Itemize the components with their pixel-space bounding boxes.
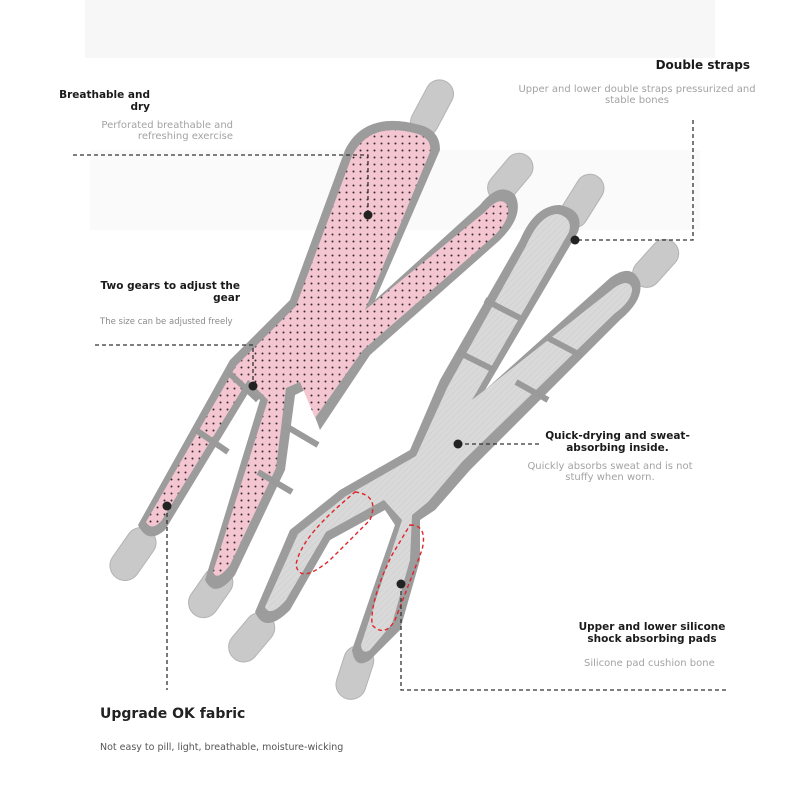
callout-quick-dry-desc: Quickly absorbs sweat and is not stuffy … bbox=[522, 461, 698, 483]
callout-desc: The size can be adjusted freely bbox=[100, 317, 233, 327]
callout-desc: Quickly absorbs sweat and is not stuffy … bbox=[527, 461, 693, 483]
callout-silicone-desc: Silicone pad cushion bone bbox=[584, 658, 744, 670]
background-panel bbox=[85, 0, 715, 58]
leader-dot-icon bbox=[162, 501, 172, 511]
callout-fabric-desc: Not easy to pill, light, breathable, moi… bbox=[100, 743, 420, 753]
callout-double-straps-desc: Upper and lower double straps pressurize… bbox=[518, 84, 756, 106]
callout-title: Two gears to adjust the gear bbox=[100, 280, 241, 304]
callout-fabric: Upgrade OK fabric bbox=[100, 706, 400, 722]
callout-desc: Not easy to pill, light, breathable, moi… bbox=[100, 742, 344, 753]
callout-title: Upgrade OK fabric bbox=[100, 706, 246, 722]
silicone-pads bbox=[295, 491, 425, 632]
callout-silicone: Upper and lower silicone shock absorbing… bbox=[578, 621, 726, 645]
callout-breathable: Breathable and dry bbox=[40, 89, 150, 113]
callout-title: Double straps bbox=[655, 58, 750, 72]
callout-desc: Perforated breathable and refreshing exe… bbox=[101, 120, 233, 142]
gray-fabric bbox=[265, 214, 633, 652]
leader-dot-icon bbox=[396, 579, 406, 589]
pink-brace bbox=[109, 79, 534, 619]
leader-lines bbox=[73, 120, 728, 691]
perforated-fabric bbox=[146, 130, 509, 576]
callout-gears-desc: The size can be adjusted freely bbox=[100, 318, 280, 327]
callout-quick-dry: Quick-drying and sweat-absorbing inside. bbox=[535, 430, 700, 454]
gray-brace bbox=[228, 173, 680, 700]
callout-double-straps: Double straps bbox=[600, 58, 750, 72]
callout-desc: Silicone pad cushion bone bbox=[584, 658, 715, 669]
leader-dot-icon bbox=[363, 210, 373, 220]
leader-dot-icon bbox=[248, 381, 258, 391]
leader-dot-icon bbox=[570, 235, 580, 245]
adjust-bands bbox=[456, 297, 584, 403]
callout-gears: Two gears to adjust the gear bbox=[100, 280, 241, 304]
callout-title: Quick-drying and sweat-absorbing inside. bbox=[545, 430, 690, 454]
callout-desc: Upper and lower double straps pressurize… bbox=[518, 84, 756, 106]
adjust-bands bbox=[194, 369, 320, 495]
leader-dots bbox=[162, 210, 580, 589]
callout-title: Breathable and dry bbox=[59, 89, 150, 113]
callout-title: Upper and lower silicone shock absorbing… bbox=[578, 621, 726, 645]
leader-dot-icon bbox=[453, 439, 463, 449]
callout-breathable-desc: Perforated breathable and refreshing exe… bbox=[60, 120, 233, 142]
